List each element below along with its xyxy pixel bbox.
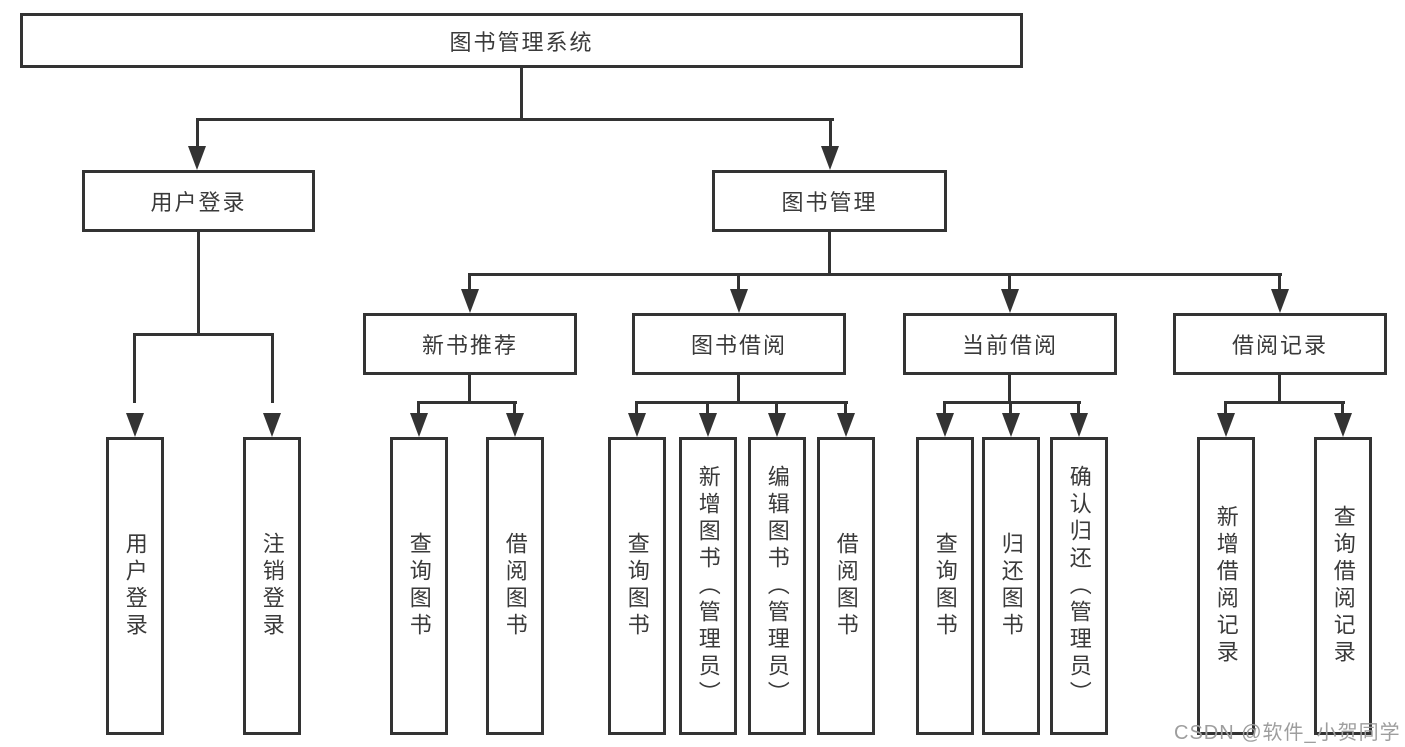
node-root-system: 图书管理系统	[20, 13, 1023, 68]
connector-line	[706, 401, 709, 415]
node-label: 借阅图书	[502, 532, 528, 640]
node-label: 确认归还（管理员）	[1066, 464, 1092, 708]
leaf-recommend-query-books: 查询图书	[390, 437, 448, 735]
node-borrow-records: 借阅记录	[1173, 313, 1387, 375]
node-label: 编辑图书（管理员）	[764, 464, 790, 708]
node-label: 查询图书	[932, 532, 958, 640]
connector-line	[271, 333, 274, 403]
connector-line	[635, 401, 638, 415]
connector-line	[196, 118, 199, 152]
arrowhead-down	[936, 413, 954, 437]
connector-line	[1278, 273, 1281, 291]
leaf-add-books-admin: 新增图书（管理员）	[679, 437, 737, 735]
arrowhead-down	[188, 146, 206, 170]
node-label: 查询图书	[624, 532, 650, 640]
connector-line	[133, 333, 136, 403]
connector-line	[468, 375, 471, 404]
arrowhead-down	[821, 146, 839, 170]
connector-line	[1224, 401, 1345, 404]
connector-line	[737, 273, 740, 291]
leaf-return-books: 归还图书	[982, 437, 1040, 735]
node-label: 图书管理系统	[449, 29, 594, 55]
connector-line	[635, 401, 848, 404]
arrowhead-down	[837, 413, 855, 437]
arrowhead-down	[768, 413, 786, 437]
node-label: 借阅图书	[833, 532, 859, 640]
arrowhead-down	[1217, 413, 1235, 437]
arrowhead-down	[506, 413, 524, 437]
connector-line	[513, 401, 516, 415]
connector-line	[1278, 375, 1281, 404]
node-label: 用户登录	[122, 532, 148, 640]
leaf-logout: 注销登录	[243, 437, 301, 735]
node-current-borrow: 当前借阅	[903, 313, 1117, 375]
node-label: 新书推荐	[421, 333, 518, 358]
connector-line	[417, 401, 517, 404]
connector-line	[197, 232, 200, 336]
arrowhead-down	[1002, 413, 1020, 437]
connector-line	[829, 118, 832, 152]
connector-line	[943, 401, 1081, 404]
arrowhead-down	[410, 413, 428, 437]
connector-line	[828, 232, 831, 276]
leaf-borrow-query-books: 查询图书	[608, 437, 666, 735]
node-label: 图书管理	[781, 190, 878, 215]
connector-line	[1341, 401, 1344, 415]
arrowhead-down	[628, 413, 646, 437]
arrowhead-down	[263, 413, 281, 437]
connector-line	[844, 401, 847, 415]
leaf-query-borrow-record: 查询借阅记录	[1314, 437, 1372, 735]
node-book-management: 图书管理	[712, 170, 947, 232]
node-label: 借阅记录	[1231, 333, 1328, 358]
node-label: 归还图书	[998, 532, 1024, 640]
connector-line	[1077, 401, 1080, 415]
node-label: 新增图书（管理员）	[695, 464, 721, 708]
connector-line	[133, 333, 274, 336]
connector-line	[943, 401, 946, 415]
node-label: 新增借阅记录	[1213, 505, 1239, 667]
leaf-recommend-borrow-books: 借阅图书	[486, 437, 544, 735]
connector-line	[520, 68, 523, 120]
node-label: 注销登录	[259, 532, 285, 640]
node-user-login: 用户登录	[82, 170, 315, 232]
arrowhead-down	[730, 289, 748, 313]
leaf-borrow-books: 借阅图书	[817, 437, 875, 735]
connector-line	[1008, 375, 1011, 404]
connector-line	[1009, 401, 1012, 415]
arrowhead-down	[1070, 413, 1088, 437]
arrowhead-down	[126, 413, 144, 437]
node-label: 用户登录	[150, 190, 247, 215]
node-label: 查询图书	[406, 532, 432, 640]
leaf-add-borrow-record: 新增借阅记录	[1197, 437, 1255, 735]
arrowhead-down	[699, 413, 717, 437]
connector-line	[1224, 401, 1227, 415]
leaf-edit-books-admin: 编辑图书（管理员）	[748, 437, 806, 735]
csdn-watermark: CSDN @软件_小贺同学	[1174, 722, 1401, 744]
connector-line	[468, 273, 471, 291]
connector-line	[775, 401, 778, 415]
leaf-confirm-return-admin: 确认归还（管理员）	[1050, 437, 1108, 735]
arrowhead-down	[1334, 413, 1352, 437]
arrowhead-down	[1271, 289, 1289, 313]
leaf-current-query-books: 查询图书	[916, 437, 974, 735]
arrowhead-down	[1001, 289, 1019, 313]
connector-line	[1008, 273, 1011, 291]
node-book-borrow: 图书借阅	[632, 313, 846, 375]
node-label: 图书借阅	[690, 333, 787, 358]
connector-line	[417, 401, 420, 415]
connector-line	[468, 273, 1282, 276]
node-label: 当前借阅	[961, 333, 1058, 358]
connector-line	[737, 375, 740, 404]
node-new-book-recommend: 新书推荐	[363, 313, 577, 375]
connector-line	[196, 118, 834, 121]
leaf-user-login: 用户登录	[106, 437, 164, 735]
node-label: 查询借阅记录	[1330, 505, 1356, 667]
arrowhead-down	[461, 289, 479, 313]
